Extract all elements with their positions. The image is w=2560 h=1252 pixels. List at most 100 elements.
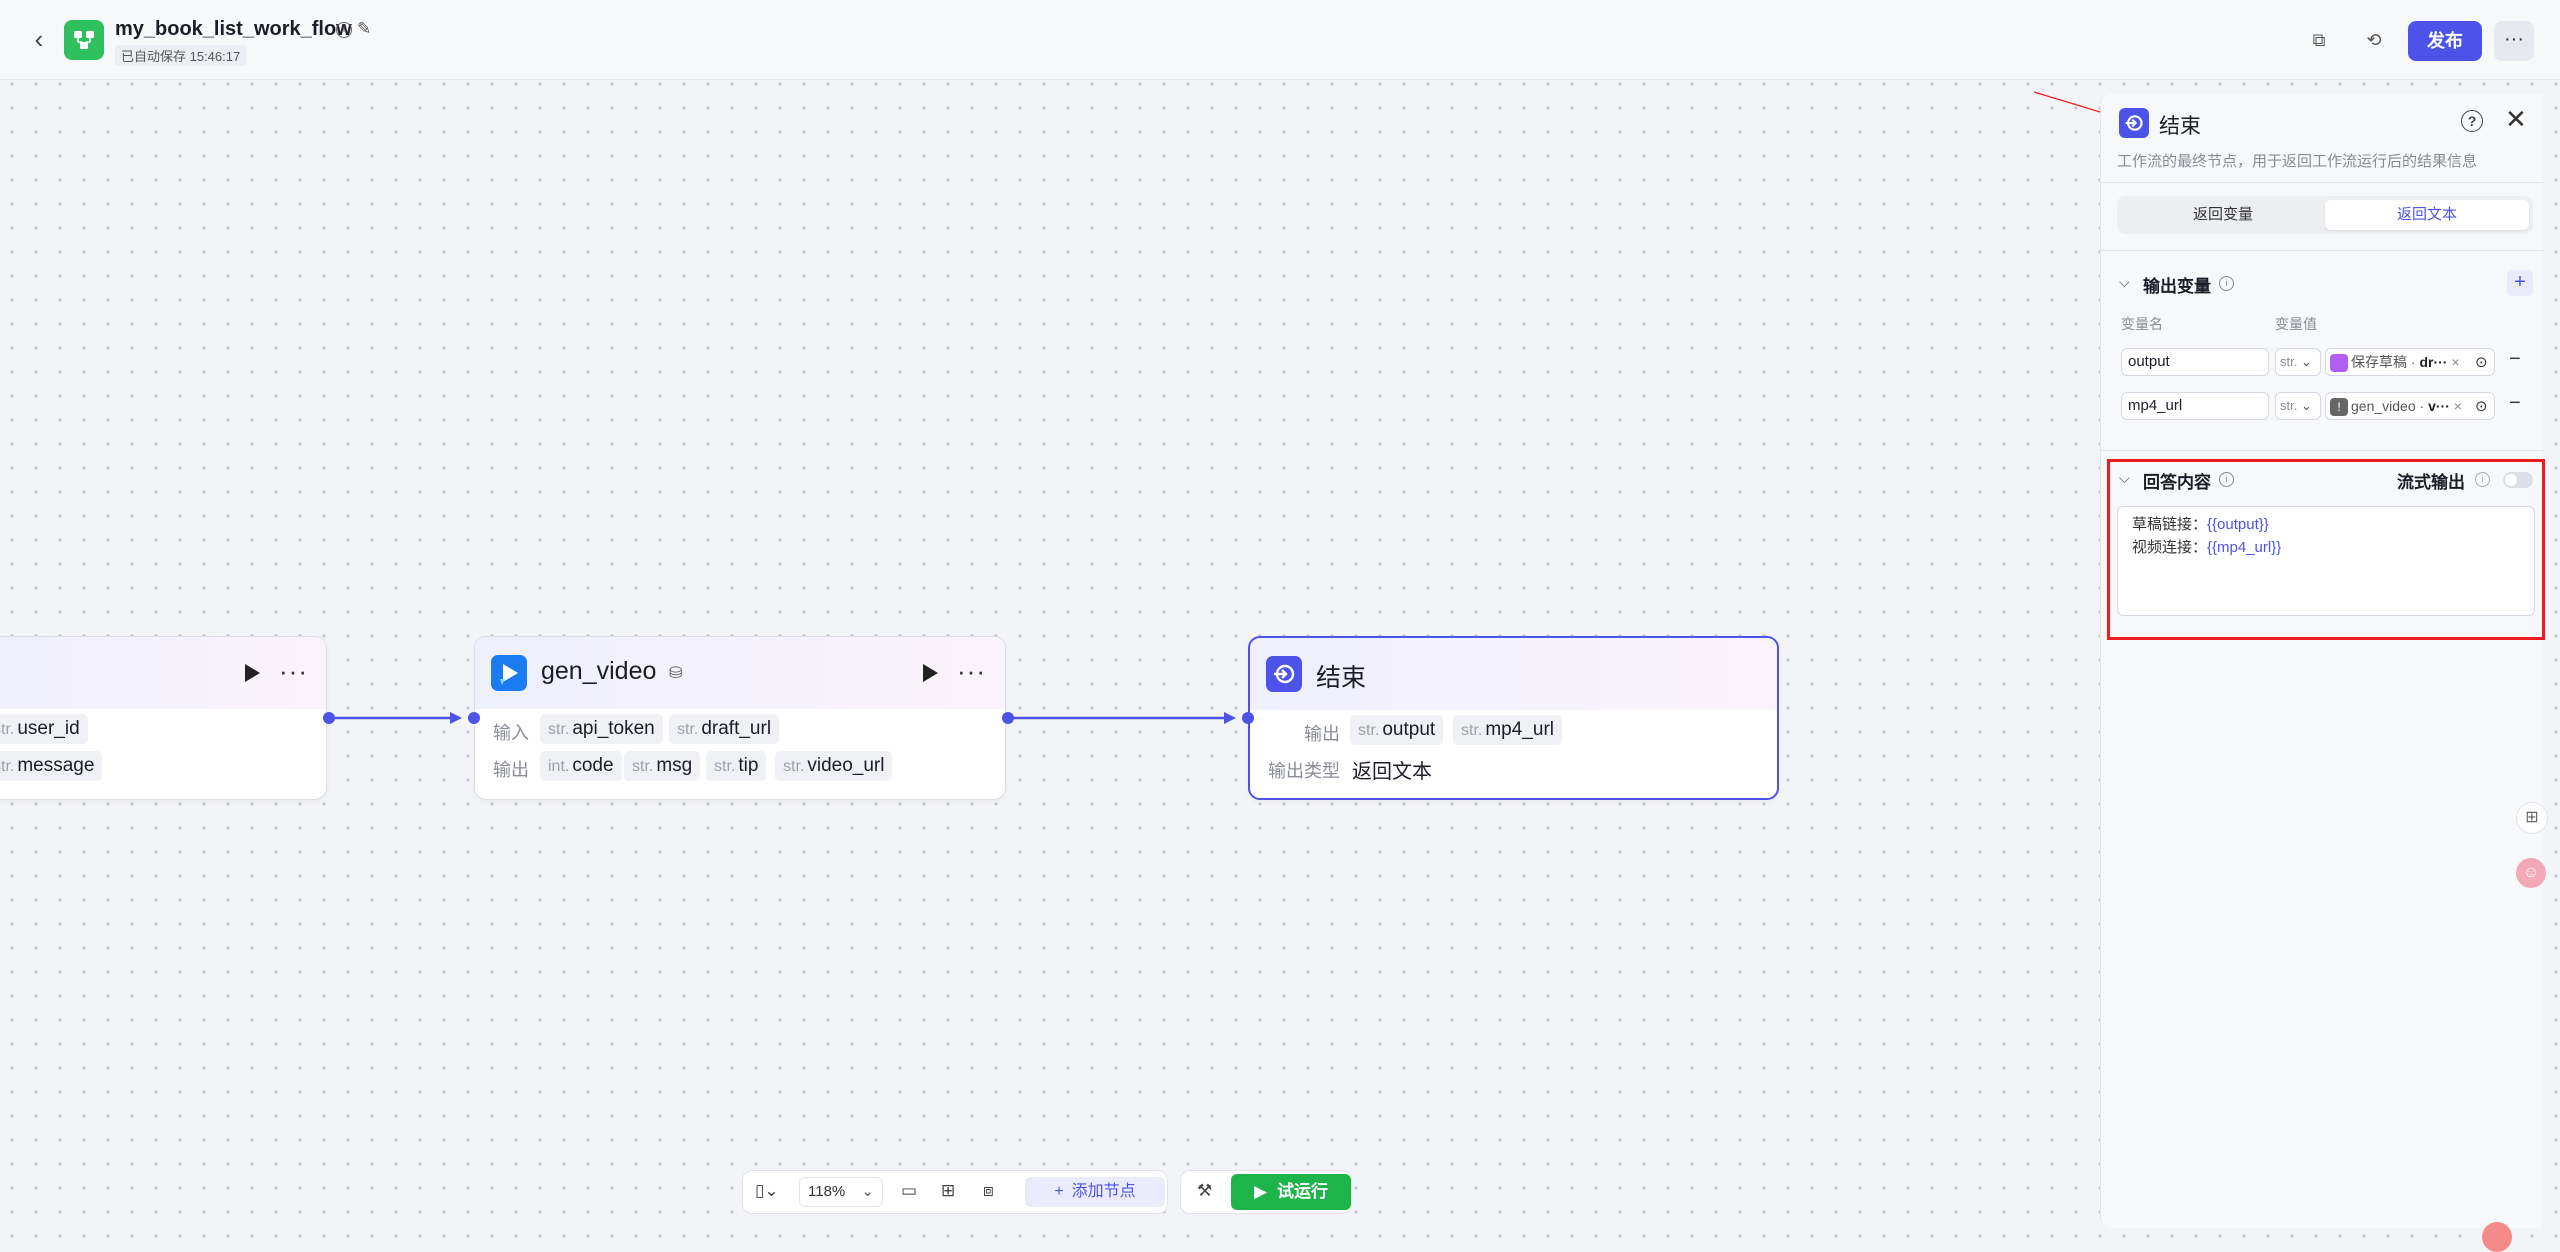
tab-return-text[interactable]: 返回文本 xyxy=(2325,200,2529,230)
end-node-icon xyxy=(2119,108,2149,138)
answer-line: 草稿链接：{{output}} xyxy=(2132,516,2269,533)
end-node-icon xyxy=(1266,656,1302,692)
panel-description: 工作流的最终节点，用于返回工作流运行后的结果信息 xyxy=(2117,153,2478,170)
edge-arrowhead xyxy=(1224,712,1236,724)
stream-output-label: 流式输出 xyxy=(2397,473,2465,492)
edit-icon[interactable]: ✎ xyxy=(357,19,372,38)
answer-line: 视频连接：{{mp4_url}} xyxy=(2132,539,2282,556)
chat-bubble-icon[interactable] xyxy=(2482,1222,2512,1252)
variable-name-input[interactable]: output xyxy=(2121,348,2269,376)
workflow-title: my_book_list_work_flow xyxy=(115,18,352,40)
canvas-toolbar: ▯⌄ 118%⌄ ▭ ⊞ ⧈ +添加节点 xyxy=(742,1170,1168,1214)
autosave-status: 已自动保存 15:46:17 xyxy=(115,45,247,66)
video-plugin-icon xyxy=(491,655,527,691)
add-variable-button[interactable]: + xyxy=(2507,270,2533,296)
add-node-button[interactable]: +添加节点 xyxy=(1025,1177,1165,1207)
more-menu-button[interactable]: ··· xyxy=(2494,21,2534,61)
output-tag: str.user_id xyxy=(0,714,88,744)
remove-variable-button[interactable]: − xyxy=(2509,348,2521,370)
node-title: gen_video xyxy=(541,657,657,685)
output-label: 输出 xyxy=(1304,724,1340,744)
target-icon[interactable]: ⊙ xyxy=(2475,398,2488,415)
output-vars-title: 输出变量 xyxy=(2143,277,2211,296)
node-header xyxy=(0,637,326,709)
draft-node-icon xyxy=(2330,354,2348,373)
apps-icon[interactable]: ⊞ xyxy=(2516,802,2548,834)
output-tag: str.mp4_url xyxy=(1453,715,1562,745)
variable-name-input[interactable]: mp4_url xyxy=(2121,392,2269,420)
back-arrow-icon[interactable]: ‹ xyxy=(34,24,44,54)
output-label: 输出 xyxy=(493,760,529,780)
divider xyxy=(2101,450,2543,451)
input-tag: str.api_token xyxy=(540,714,663,744)
panel-title: 结束 xyxy=(2159,115,2201,138)
output-tag: str.video_url xyxy=(775,751,893,781)
layout-icon[interactable]: ⊞ xyxy=(941,1181,956,1200)
output-tag: str.tip xyxy=(706,751,767,781)
top-bar: ‹ my_book_list_work_flow i ✎ 已自动保存 15:46… xyxy=(0,0,2560,80)
output-type-value: 返回文本 xyxy=(1352,761,1432,783)
highlight-box xyxy=(2107,459,2545,640)
assistant-avatar-icon[interactable]: ☺ xyxy=(2516,858,2546,888)
plugin-node-icon: ! xyxy=(2330,398,2348,417)
node-more-icon[interactable]: ··· xyxy=(957,656,986,686)
publish-button[interactable]: 发布 xyxy=(2408,21,2482,61)
info-icon[interactable]: i xyxy=(2475,472,2490,487)
output-port[interactable] xyxy=(323,712,335,724)
test-run-button[interactable]: ▶试运行 xyxy=(1231,1174,1351,1210)
node-gen-video[interactable]: gen_video ⛁ ··· 输入 str.api_token str.dra… xyxy=(474,636,1006,800)
copy-icon[interactable]: ⧉ xyxy=(2312,30,2326,50)
variable-type-select[interactable]: str. ⌄ xyxy=(2275,392,2321,420)
return-mode-tabs: 返回变量 返回文本 xyxy=(2117,196,2533,234)
debug-icon[interactable]: ⚒ xyxy=(1197,1181,1213,1200)
variable-type-select[interactable]: str. ⌄ xyxy=(2275,348,2321,376)
input-tag: str.draft_url xyxy=(669,714,780,744)
run-toolbar: ⚒ ▶试运行 xyxy=(1180,1170,1352,1214)
answer-content-title: 回答内容 xyxy=(2143,473,2211,492)
workflow-logo-icon xyxy=(64,20,104,60)
node-more-icon[interactable]: ··· xyxy=(279,656,308,686)
zoom-select[interactable]: 118%⌄ xyxy=(799,1177,883,1207)
tab-return-variables[interactable]: 返回变量 xyxy=(2192,206,2253,223)
run-node-icon[interactable] xyxy=(923,664,938,682)
output-type-label: 输出类型 xyxy=(1268,761,1340,781)
node-header xyxy=(475,637,1005,709)
answer-content-editor[interactable]: 草稿链接：{{output}} 视频连接：{{mp4_url}} xyxy=(2117,506,2535,616)
variable-reference[interactable]: !gen_video · v··· × xyxy=(2325,392,2495,420)
end-node-config-panel: 结束 ? ✕ 工作流的最终节点，用于返回工作流运行后的结果信息 返回变量 返回文… xyxy=(2100,94,2543,1228)
node-title: 结束 xyxy=(1316,664,1367,692)
collapse-chevron-icon[interactable]: ⌵ xyxy=(2119,470,2130,486)
variable-reference[interactable]: 保存草稿 · dr··· × xyxy=(2325,348,2495,376)
mouse-mode-icon[interactable]: ▯⌄ xyxy=(755,1181,779,1200)
left-node-partial[interactable]: ··· str.user_id str.message xyxy=(0,636,327,800)
remove-variable-button[interactable]: − xyxy=(2509,392,2521,414)
close-icon[interactable]: ✕ xyxy=(2505,104,2527,134)
history-icon[interactable]: ⟲ xyxy=(2366,30,2382,50)
remove-ref-icon[interactable]: × xyxy=(2451,354,2460,370)
node-end[interactable]: 结束 输出 str.output str.mp4_url 输出类型 返回文本 xyxy=(1248,636,1779,800)
input-port[interactable] xyxy=(1242,712,1254,724)
input-label: 输入 xyxy=(493,723,529,743)
divider xyxy=(2101,182,2543,183)
output-tag: str.output xyxy=(1350,715,1444,745)
collapse-chevron-icon[interactable]: ⌵ xyxy=(2119,274,2130,290)
target-icon[interactable]: ⊙ xyxy=(2475,354,2488,371)
output-tag: str.message xyxy=(0,751,103,781)
input-port[interactable] xyxy=(468,712,480,724)
output-tag: int.code xyxy=(540,751,622,781)
node-header xyxy=(1250,638,1777,710)
stream-output-toggle[interactable] xyxy=(2503,472,2533,488)
info-icon[interactable]: i xyxy=(2219,472,2234,487)
info-icon[interactable]: i xyxy=(2219,276,2234,291)
info-icon[interactable]: i xyxy=(336,22,352,38)
edge-arrowhead xyxy=(450,712,462,724)
divider xyxy=(2101,250,2543,251)
help-icon[interactable]: ? xyxy=(2461,110,2483,132)
run-node-icon[interactable] xyxy=(245,664,260,682)
output-port[interactable] xyxy=(1002,712,1014,724)
comment-icon[interactable]: ▭ xyxy=(901,1181,918,1200)
plugin-badge-icon: ⛁ xyxy=(669,665,683,682)
output-tag: str.msg xyxy=(624,751,701,781)
minimap-icon[interactable]: ⧈ xyxy=(983,1181,994,1200)
remove-ref-icon[interactable]: × xyxy=(2453,398,2462,414)
